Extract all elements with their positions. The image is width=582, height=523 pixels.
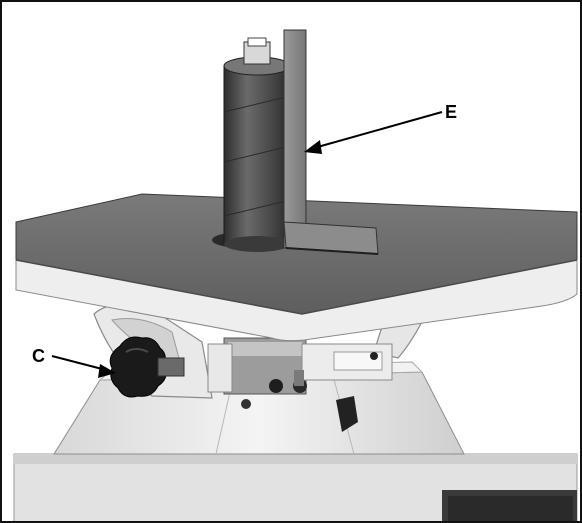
callout-label-c: C xyxy=(32,346,45,366)
callout-arrow-c xyxy=(51,355,116,378)
callout-arrow-e xyxy=(304,111,443,154)
sanding-table xyxy=(15,193,578,342)
machinist-square xyxy=(283,29,379,255)
lower-cabinet xyxy=(13,453,578,521)
sanding-drum xyxy=(223,37,291,252)
callout-label-e: E xyxy=(445,102,458,122)
tilt-lock-knob xyxy=(109,336,185,398)
base-slot xyxy=(336,396,358,432)
